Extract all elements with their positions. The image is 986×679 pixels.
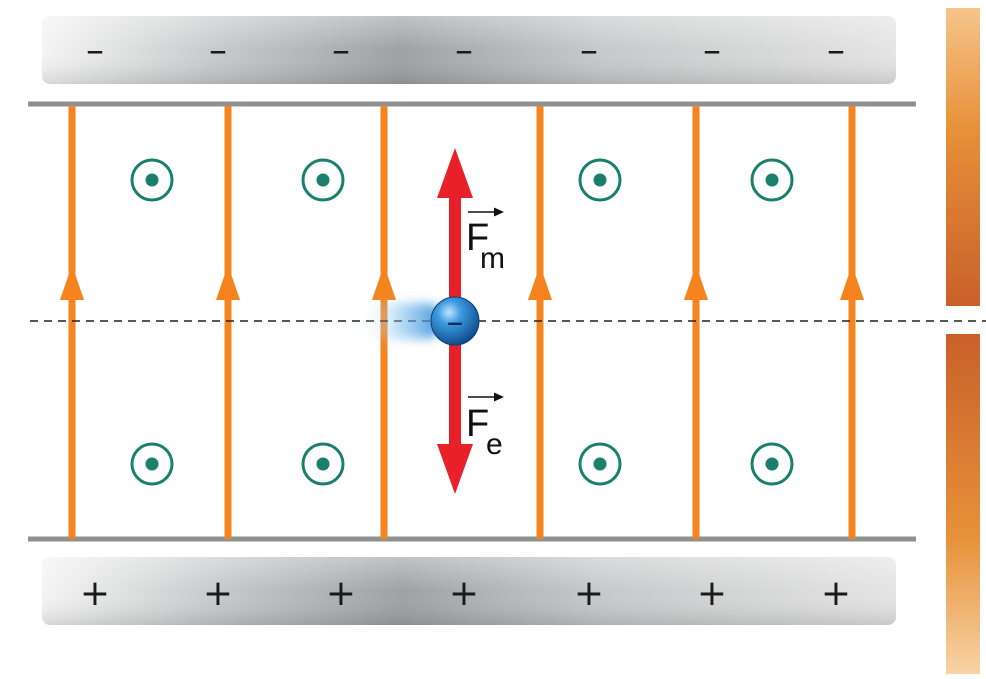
negative-charge-sign: – bbox=[86, 30, 104, 71]
magnetic-force-letter: F bbox=[466, 217, 489, 259]
side-bar-top bbox=[946, 8, 980, 306]
b-field-out-icon bbox=[130, 158, 174, 202]
field-line-arrowhead bbox=[840, 265, 864, 300]
electric-force-label: F e bbox=[466, 392, 504, 461]
b-field-out-icon bbox=[130, 442, 174, 486]
b-field-out-icon bbox=[750, 442, 794, 486]
field-line-arrowhead bbox=[216, 265, 240, 300]
positive-charge-sign: + bbox=[449, 573, 479, 614]
positive-charge-sign: + bbox=[203, 573, 233, 614]
magnetic-force-subscript: m bbox=[480, 242, 505, 275]
field-line bbox=[684, 106, 708, 539]
particle-charge-symbol: – bbox=[447, 302, 464, 342]
magnetic-field-markers bbox=[130, 158, 794, 486]
field-line-arrowhead bbox=[60, 265, 84, 300]
positive-charge-sign: + bbox=[574, 573, 604, 614]
b-field-out-icon bbox=[301, 158, 345, 202]
magnetic-force-label: F m bbox=[466, 207, 505, 275]
b-field-out-icon bbox=[578, 442, 622, 486]
negative-charge-sign: – bbox=[580, 30, 598, 71]
positive-charge-sign: + bbox=[697, 573, 727, 614]
positive-charge-sign: + bbox=[80, 573, 110, 614]
field-line bbox=[840, 106, 864, 539]
negative-charge-sign: – bbox=[332, 30, 350, 71]
top-plate: ––––––– bbox=[42, 16, 896, 84]
field-line-arrowhead bbox=[684, 265, 708, 300]
field-line bbox=[60, 106, 84, 539]
b-field-out-icon bbox=[578, 158, 622, 202]
field-line bbox=[216, 106, 240, 539]
negative-charge-sign: – bbox=[455, 30, 473, 71]
particle-motion-trail bbox=[360, 303, 442, 339]
electric-force-letter: F bbox=[466, 403, 489, 445]
side-bar bbox=[946, 8, 980, 674]
side-bar-bottom bbox=[946, 334, 980, 674]
positive-charge-sign: + bbox=[326, 573, 356, 614]
charged-particle: – bbox=[360, 296, 480, 346]
field-line-arrowhead bbox=[372, 265, 396, 300]
field-line-arrowhead bbox=[528, 265, 552, 300]
electric-force-arrow bbox=[437, 342, 473, 494]
b-field-out-icon bbox=[750, 158, 794, 202]
electric-force-subscript: e bbox=[486, 428, 503, 461]
magnetic-force-arrow bbox=[437, 148, 473, 300]
negative-charge-sign: – bbox=[703, 30, 721, 71]
bottom-plate: + + + + + + + bbox=[42, 557, 896, 625]
negative-charge-sign: – bbox=[827, 30, 845, 71]
negative-charge-sign: – bbox=[209, 30, 227, 71]
positive-charge-sign: + bbox=[821, 573, 851, 614]
field-line bbox=[528, 106, 552, 539]
b-field-out-icon bbox=[301, 442, 345, 486]
